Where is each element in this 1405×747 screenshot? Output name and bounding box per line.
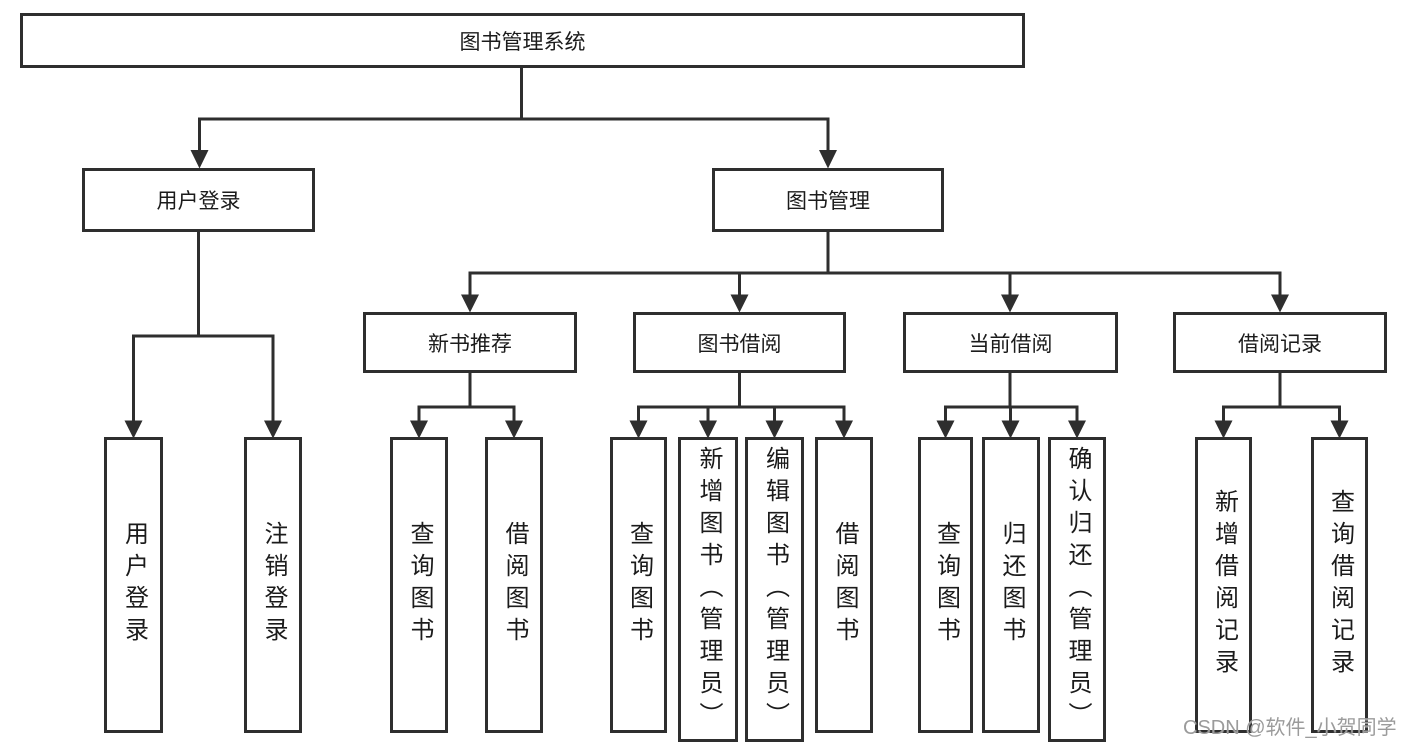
leaf-query-borrow-record: 查询借阅记录 xyxy=(1311,437,1368,733)
book-borrow-node: 图书借阅 xyxy=(633,312,846,373)
leaf-add-borrow-record: 新增借阅记录 xyxy=(1195,437,1252,733)
new-book-recommend-node: 新书推荐 xyxy=(363,312,577,373)
current-borrow-node: 当前借阅 xyxy=(903,312,1118,373)
user-login-node: 用户登录 xyxy=(82,168,315,232)
leaf-query-books-current: 查询图书 xyxy=(918,437,973,733)
leaf-add-book-admin: 新增图书（管理员） xyxy=(678,437,738,742)
borrow-record-node: 借阅记录 xyxy=(1173,312,1387,373)
csdn-watermark: CSDN @软件_小贺同学 xyxy=(1183,717,1397,739)
root-node-library-management-system: 图书管理系统 xyxy=(20,13,1025,68)
leaf-logout: 注销登录 xyxy=(244,437,302,733)
leaf-query-books-recommend: 查询图书 xyxy=(390,437,448,733)
leaf-user-login: 用户登录 xyxy=(104,437,163,733)
leaf-query-books-borrow: 查询图书 xyxy=(610,437,667,733)
leaf-return-books: 归还图书 xyxy=(982,437,1040,733)
leaf-edit-book-admin: 编辑图书（管理员） xyxy=(745,437,804,742)
book-management-node: 图书管理 xyxy=(712,168,944,232)
arrowheads xyxy=(124,150,1349,439)
leaf-confirm-return-admin: 确认归还（管理员） xyxy=(1048,437,1106,742)
leaf-borrow-books-recommend: 借阅图书 xyxy=(485,437,543,733)
leaf-borrow-books: 借阅图书 xyxy=(815,437,873,733)
